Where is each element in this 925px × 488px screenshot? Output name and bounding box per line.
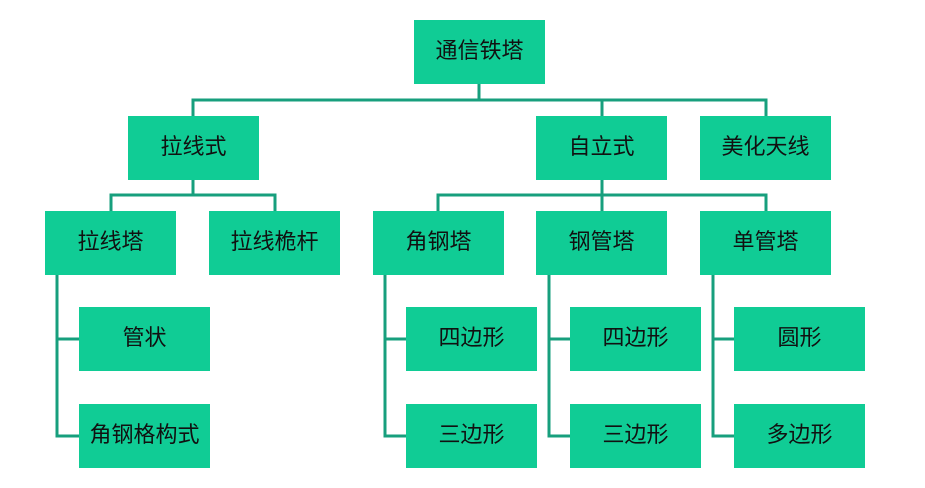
node-angle-steel-tower: 角钢塔 <box>373 211 504 275</box>
node-self-supporting-type: 自立式 <box>536 116 667 180</box>
node-guyed-type: 拉线式 <box>128 116 259 180</box>
node-steel-tube-quadrilateral: 四边形 <box>570 307 701 371</box>
node-steel-tube-tower: 钢管塔 <box>536 211 667 275</box>
node-single-tube-round: 圆形 <box>734 307 865 371</box>
node-angle-steel-quadrilateral: 四边形 <box>406 307 537 371</box>
node-communication-tower: 通信铁塔 <box>414 20 545 84</box>
node-tubular: 管状 <box>79 307 210 371</box>
node-guyed-mast: 拉线桅杆 <box>209 211 340 275</box>
node-guyed-tower: 拉线塔 <box>45 211 176 275</box>
node-angle-steel-lattice: 角钢格构式 <box>79 404 210 468</box>
node-beautified-antenna: 美化天线 <box>700 116 831 180</box>
node-steel-tube-triangular: 三边形 <box>570 404 701 468</box>
node-angle-steel-triangular: 三边形 <box>406 404 537 468</box>
node-single-tube-polygonal: 多边形 <box>734 404 865 468</box>
node-single-tube-tower: 单管塔 <box>700 211 831 275</box>
